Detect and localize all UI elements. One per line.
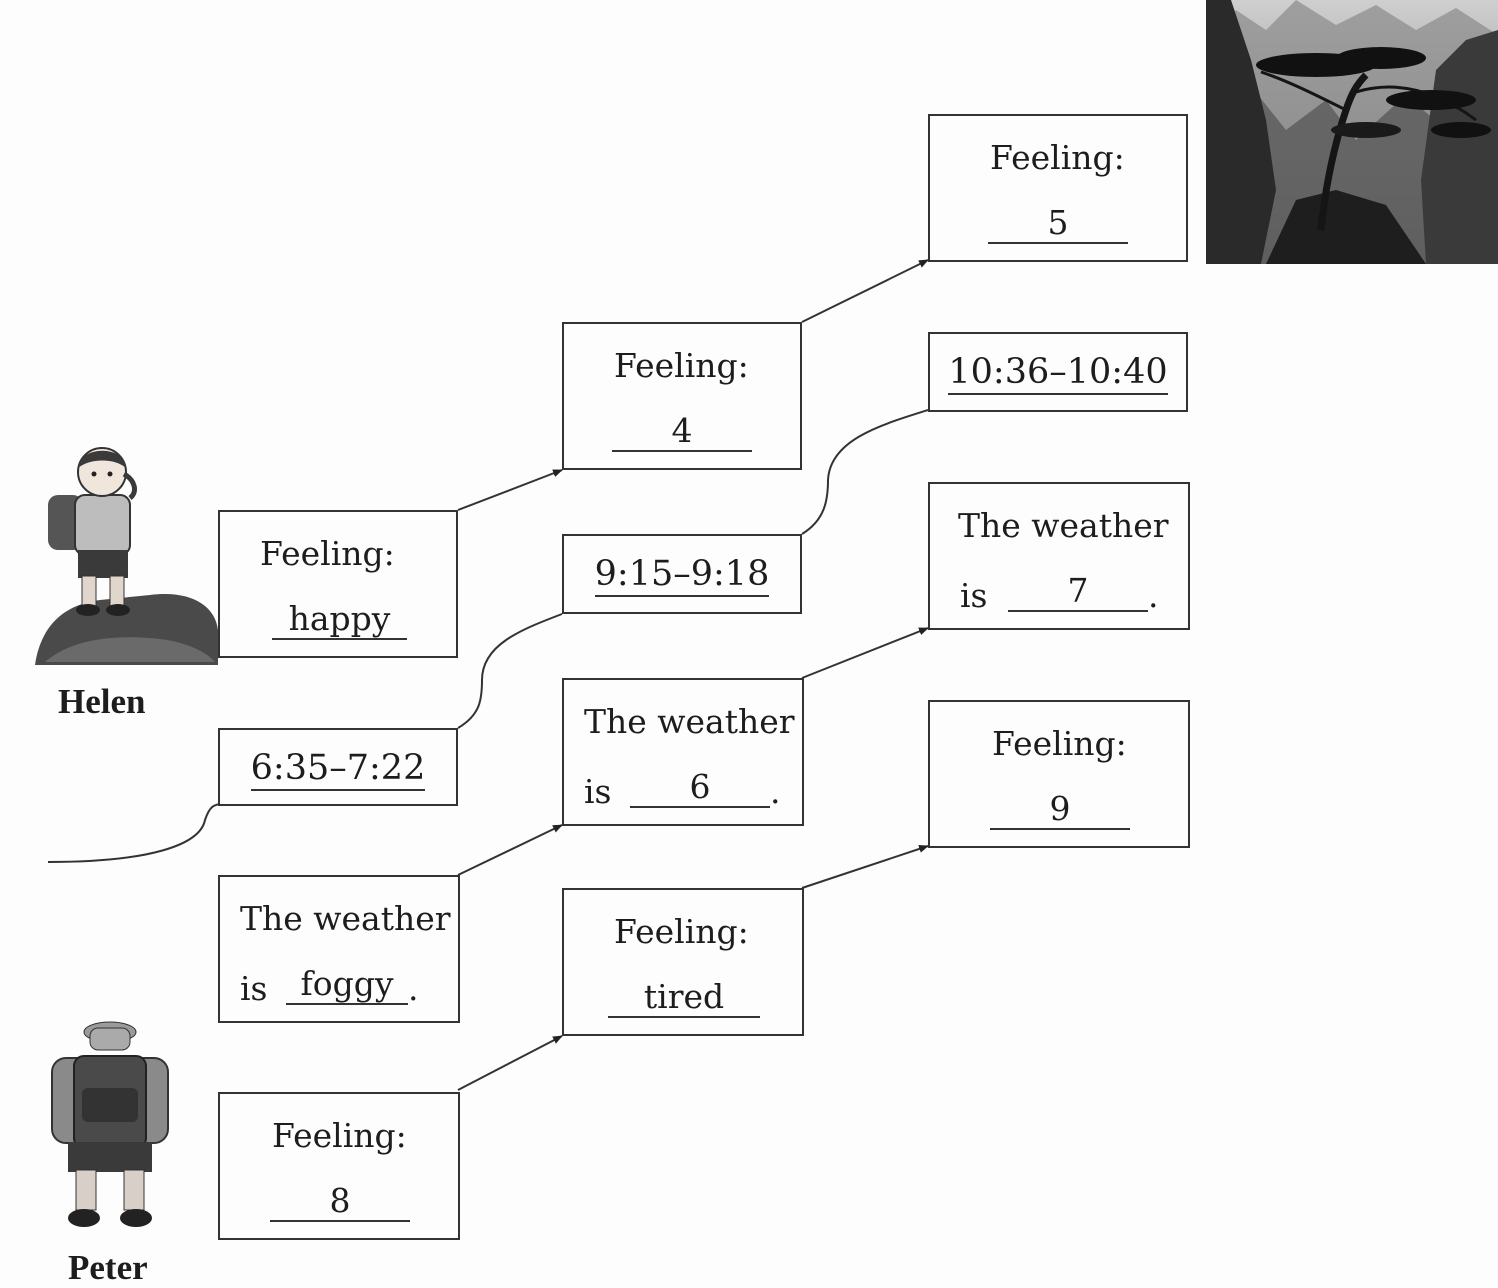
arrow-helen-1 (457, 469, 563, 511)
mountain-pine-picture (1206, 0, 1498, 264)
peter-feeling-box-1: Feeling: 8 (218, 1092, 460, 1240)
time-path-curve (457, 613, 563, 729)
time-range: 9:15–9:18 (594, 554, 770, 597)
feeling-answer: 8 (270, 1182, 410, 1222)
feeling-answer: 9 (990, 790, 1130, 830)
time-range: 10:36–10:40 (948, 352, 1168, 395)
weather-box-2: The weather is 6 . (562, 678, 804, 826)
peter-feeling-box-3: Feeling: 9 (928, 700, 1190, 848)
weather-answer: 6 (630, 768, 770, 808)
feeling-label: Feeling: (272, 1116, 407, 1155)
weather-label: The weather (584, 702, 795, 741)
weather-box-3: The weather is 7 . (928, 482, 1190, 630)
time-path-curve (801, 409, 929, 535)
arrow-weather-1 (457, 824, 563, 876)
feeling-label: Feeling: (614, 912, 749, 951)
weather-period: . (408, 969, 419, 1008)
feeling-answer: tired (608, 978, 760, 1018)
helen-hiker-illustration (35, 447, 218, 665)
peter-name-label: Peter (68, 1248, 148, 1287)
time-box-1: 6:35–7:22 (218, 728, 458, 806)
arrow-peter-1 (457, 1035, 563, 1091)
weather-answer: 7 (1008, 572, 1148, 612)
arrow-helen-2 (801, 259, 929, 323)
weather-is: is (240, 969, 268, 1008)
arrow-weather-2 (801, 627, 929, 679)
arrow-peter-2 (801, 845, 929, 889)
time-box-2: 9:15–9:18 (562, 534, 802, 614)
weather-is: is (960, 576, 988, 615)
feeling-label: Feeling: (992, 724, 1127, 763)
helen-feeling-box-3: Feeling: 5 (928, 114, 1188, 262)
weather-is: is (584, 772, 612, 811)
time-box-3: 10:36–10:40 (928, 332, 1188, 412)
peter-hiker-illustration (51, 1021, 169, 1227)
weather-label: The weather (958, 506, 1169, 545)
weather-label: The weather (240, 899, 451, 938)
helen-feeling-box-2: Feeling: 4 (562, 322, 802, 470)
feeling-answer: 5 (988, 204, 1128, 244)
feeling-answer: 4 (612, 412, 752, 452)
feeling-label: Feeling: (614, 346, 749, 385)
time-path-curve (47, 803, 221, 863)
time-range: 6:35–7:22 (250, 748, 426, 791)
helen-feeling-box-1: Feeling: happy (218, 510, 458, 658)
feeling-label: Feeling: (260, 534, 395, 573)
feeling-answer: happy (272, 600, 407, 640)
weather-box-1: The weather is foggy . (218, 875, 460, 1023)
feeling-label: Feeling: (990, 138, 1125, 177)
weather-period: . (1148, 576, 1159, 615)
weather-answer: foggy (286, 965, 408, 1005)
peter-feeling-box-2: Feeling: tired (562, 888, 804, 1036)
helen-name-label: Helen (58, 682, 146, 721)
weather-period: . (770, 772, 781, 811)
